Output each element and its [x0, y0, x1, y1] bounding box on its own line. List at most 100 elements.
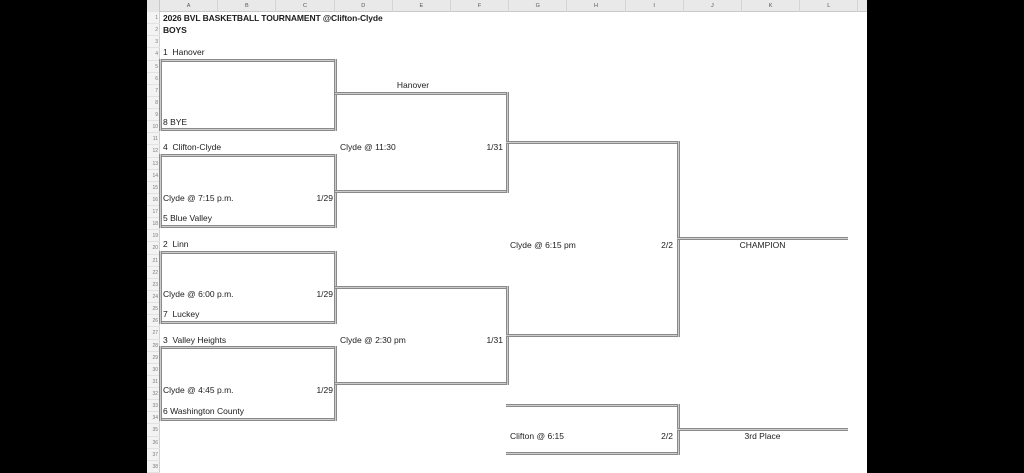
team-seed-8-bye[interactable]: 8 BYE [163, 117, 188, 127]
bracket-line [159, 251, 162, 324]
champion-line [677, 237, 848, 240]
column-header-A[interactable]: A [160, 0, 219, 12]
row-header-5[interactable]: 5 [147, 61, 160, 73]
row-header-24[interactable]: 24 [147, 291, 160, 304]
row-header-30[interactable]: 30 [147, 364, 160, 376]
game-venue[interactable]: Clyde @ 2:30 pm [340, 335, 406, 345]
page-title: 2026 BVL BASKETBALL TOURNAMENT @Clifton-… [163, 13, 383, 23]
column-header-G[interactable]: G [509, 0, 568, 12]
row-header-25[interactable]: 25 [147, 303, 160, 316]
team-seed-1-hanover[interactable]: 1 Hanover [163, 47, 205, 57]
game-date[interactable]: 2/2 [661, 431, 673, 441]
bracket-line [159, 321, 337, 324]
bracket-line [335, 92, 509, 95]
row-header-2[interactable]: 2 [147, 24, 160, 37]
game-date[interactable]: 1/29 [316, 289, 333, 299]
game-third-place-info: Clifton @ 6:15 2/2 [510, 431, 673, 442]
column-header-F[interactable]: F [451, 0, 510, 12]
game-championship-info: Clyde @ 6:15 pm 2/2 [510, 240, 673, 251]
row-header-37[interactable]: 37 [147, 449, 160, 461]
select-all-corner[interactable] [147, 0, 160, 12]
row-header-8[interactable]: 8 [147, 97, 160, 110]
game-venue[interactable]: Clyde @ 7:15 p.m. [163, 193, 234, 203]
bracket-line [506, 334, 680, 337]
bracket-line [335, 382, 509, 385]
game-venue[interactable]: Clyde @ 6:00 p.m. [163, 289, 234, 299]
column-header-I[interactable]: I [626, 0, 684, 12]
team-seed-5-blue-valley[interactable]: 5 Blue Valley [163, 213, 212, 223]
game-venue[interactable]: Clyde @ 6:15 pm [510, 240, 576, 250]
game-venue[interactable]: Clyde @ 4:45 p.m. [163, 385, 234, 395]
column-header-B[interactable]: B [218, 0, 277, 12]
column-header-E[interactable]: E [393, 0, 451, 12]
team-seed-7-luckey[interactable]: 7 Luckey [163, 309, 200, 319]
row-header-21[interactable]: 21 [147, 255, 160, 267]
game-date[interactable]: 1/31 [486, 142, 503, 152]
row-header-10[interactable]: 10 [147, 121, 160, 134]
row-header-22[interactable]: 22 [147, 267, 160, 279]
column-header-J[interactable]: J [684, 0, 742, 12]
row-header-11[interactable]: 11 [147, 133, 160, 146]
game-date[interactable]: 1/29 [316, 193, 333, 203]
bracket-grid: 2026 BVL BASKETBALL TOURNAMENT @Clifton-… [147, 0, 867, 473]
row-header-19[interactable]: 19 [147, 230, 160, 243]
row-header-15[interactable]: 15 [147, 182, 160, 194]
row-header-13[interactable]: 13 [147, 158, 160, 170]
bracket-line [159, 346, 162, 421]
team-seed-2-linn[interactable]: 2 Linn [163, 239, 189, 249]
bracket-line [335, 286, 509, 289]
bracket-line [159, 418, 337, 421]
row-header-34[interactable]: 34 [147, 412, 160, 425]
bracket-line [159, 346, 337, 349]
row-header-23[interactable]: 23 [147, 279, 160, 291]
column-header-H[interactable]: H [567, 0, 626, 12]
row-header-29[interactable]: 29 [147, 352, 160, 364]
row-header-20[interactable]: 20 [147, 242, 160, 255]
row-header-38[interactable]: 38 [147, 461, 160, 473]
third-place-line [677, 428, 848, 431]
third-place-label: 3rd Place [744, 431, 781, 441]
row-header-26[interactable]: 26 [147, 315, 160, 328]
row-header-35[interactable]: 35 [147, 424, 160, 437]
game-venue[interactable]: Clyde @ 11:30 [340, 142, 396, 152]
row-header-14[interactable]: 14 [147, 170, 160, 182]
row-header-17[interactable]: 17 [147, 206, 160, 219]
team-seed-3-valley-heights[interactable]: 3 Valley Heights [163, 335, 227, 345]
row-header-9[interactable]: 9 [147, 109, 160, 122]
row-header-36[interactable]: 36 [147, 437, 160, 449]
row-header-27[interactable]: 27 [147, 327, 160, 340]
game-date[interactable]: 1/29 [316, 385, 333, 395]
game-date[interactable]: 1/31 [486, 335, 503, 345]
bracket-line [506, 452, 680, 455]
game-qf3-info: Clyde @ 6:00 p.m. 1/29 [163, 289, 333, 300]
team-seed-6-washington-county[interactable]: 6 Washington County [163, 406, 244, 416]
row-header-33[interactable]: 33 [147, 400, 160, 413]
row-header-12[interactable]: 12 [147, 145, 160, 158]
row-header-28[interactable]: 28 [147, 340, 160, 352]
bracket-line [335, 190, 509, 193]
column-header-D[interactable]: D [335, 0, 393, 12]
column-header-L[interactable]: L [800, 0, 859, 12]
row-header-3[interactable]: 3 [147, 36, 160, 49]
row-header-18[interactable]: 18 [147, 218, 160, 231]
row-header-31[interactable]: 31 [147, 376, 160, 389]
row-header-4[interactable]: 4 [147, 48, 160, 61]
row-header-1[interactable]: 1 [147, 12, 160, 25]
row-header-6[interactable]: 6 [147, 73, 160, 85]
team-seed-4-clifton-clyde[interactable]: 4 Clifton-Clyde [163, 142, 222, 152]
bracket-line [506, 404, 680, 407]
row-header-16[interactable]: 16 [147, 194, 160, 207]
game-venue[interactable]: Clifton @ 6:15 [510, 431, 564, 441]
row-header-32[interactable]: 32 [147, 388, 160, 401]
bracket-line [159, 225, 337, 228]
game-date[interactable]: 2/2 [661, 240, 673, 250]
bracket-line [159, 128, 337, 131]
bracket-line [159, 59, 162, 131]
advancing-team-hanover[interactable]: Hanover [396, 80, 430, 90]
champion-label: CHAMPION [739, 240, 786, 250]
column-header-C[interactable]: C [276, 0, 335, 12]
column-header-K[interactable]: K [742, 0, 801, 12]
row-header-7[interactable]: 7 [147, 85, 160, 97]
